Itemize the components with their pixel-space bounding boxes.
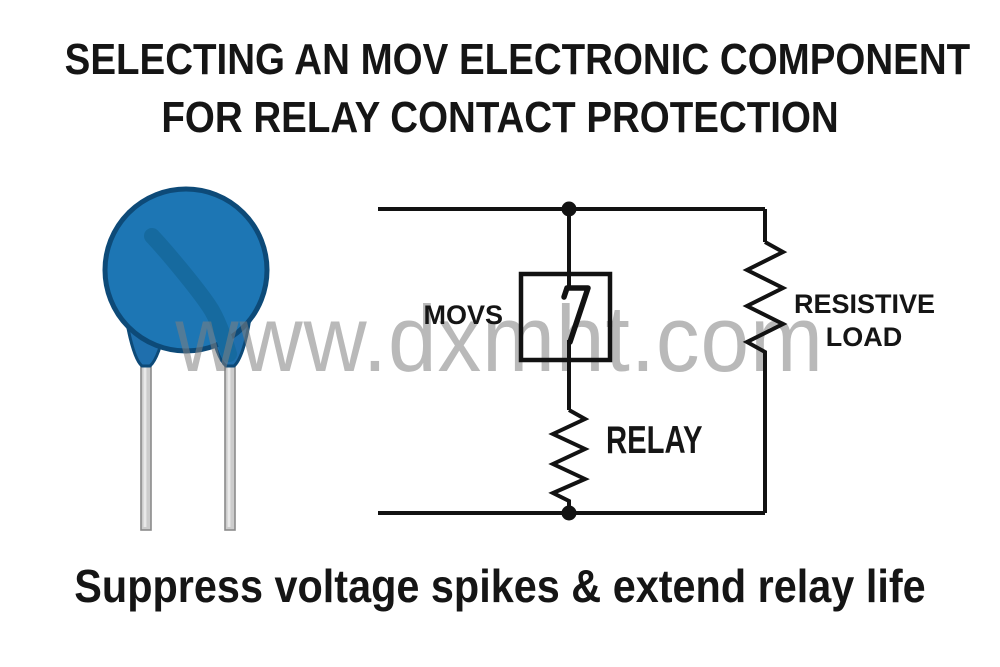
title-line-2: FOR RELAY CONTACT PROTECTION — [161, 93, 839, 142]
junction-dot-bottom — [561, 505, 577, 521]
junction-dot-top — [561, 201, 577, 217]
mov-box — [518, 271, 613, 363]
page-title: SELECTING AN MOV ELECTRONIC COMPONENT FO… — [0, 31, 1000, 147]
caption: Suppress voltage spikes & extend relay l… — [0, 560, 1000, 612]
caption-text: Suppress voltage spikes & extend relay l… — [74, 560, 926, 612]
mov-disc-stripe — [144, 228, 237, 362]
resistive-load-label-line2: LOAD — [825, 322, 903, 352]
resistive-load-label-line1: RESISTIVE — [794, 289, 936, 319]
mov-switch-symbol — [561, 285, 591, 345]
relay-coil-symbol — [548, 408, 590, 510]
title-line-1: SELECTING AN MOV ELECTRONIC COMPONENT — [64, 35, 971, 84]
relay-label: RELAY — [606, 419, 703, 462]
movs-label: MOVS — [423, 300, 503, 330]
load-resistor-symbol — [742, 240, 788, 372]
mov-component-illustration — [102, 186, 270, 531]
resistive-load-label: RESISTIVE LOAD — [794, 288, 936, 354]
